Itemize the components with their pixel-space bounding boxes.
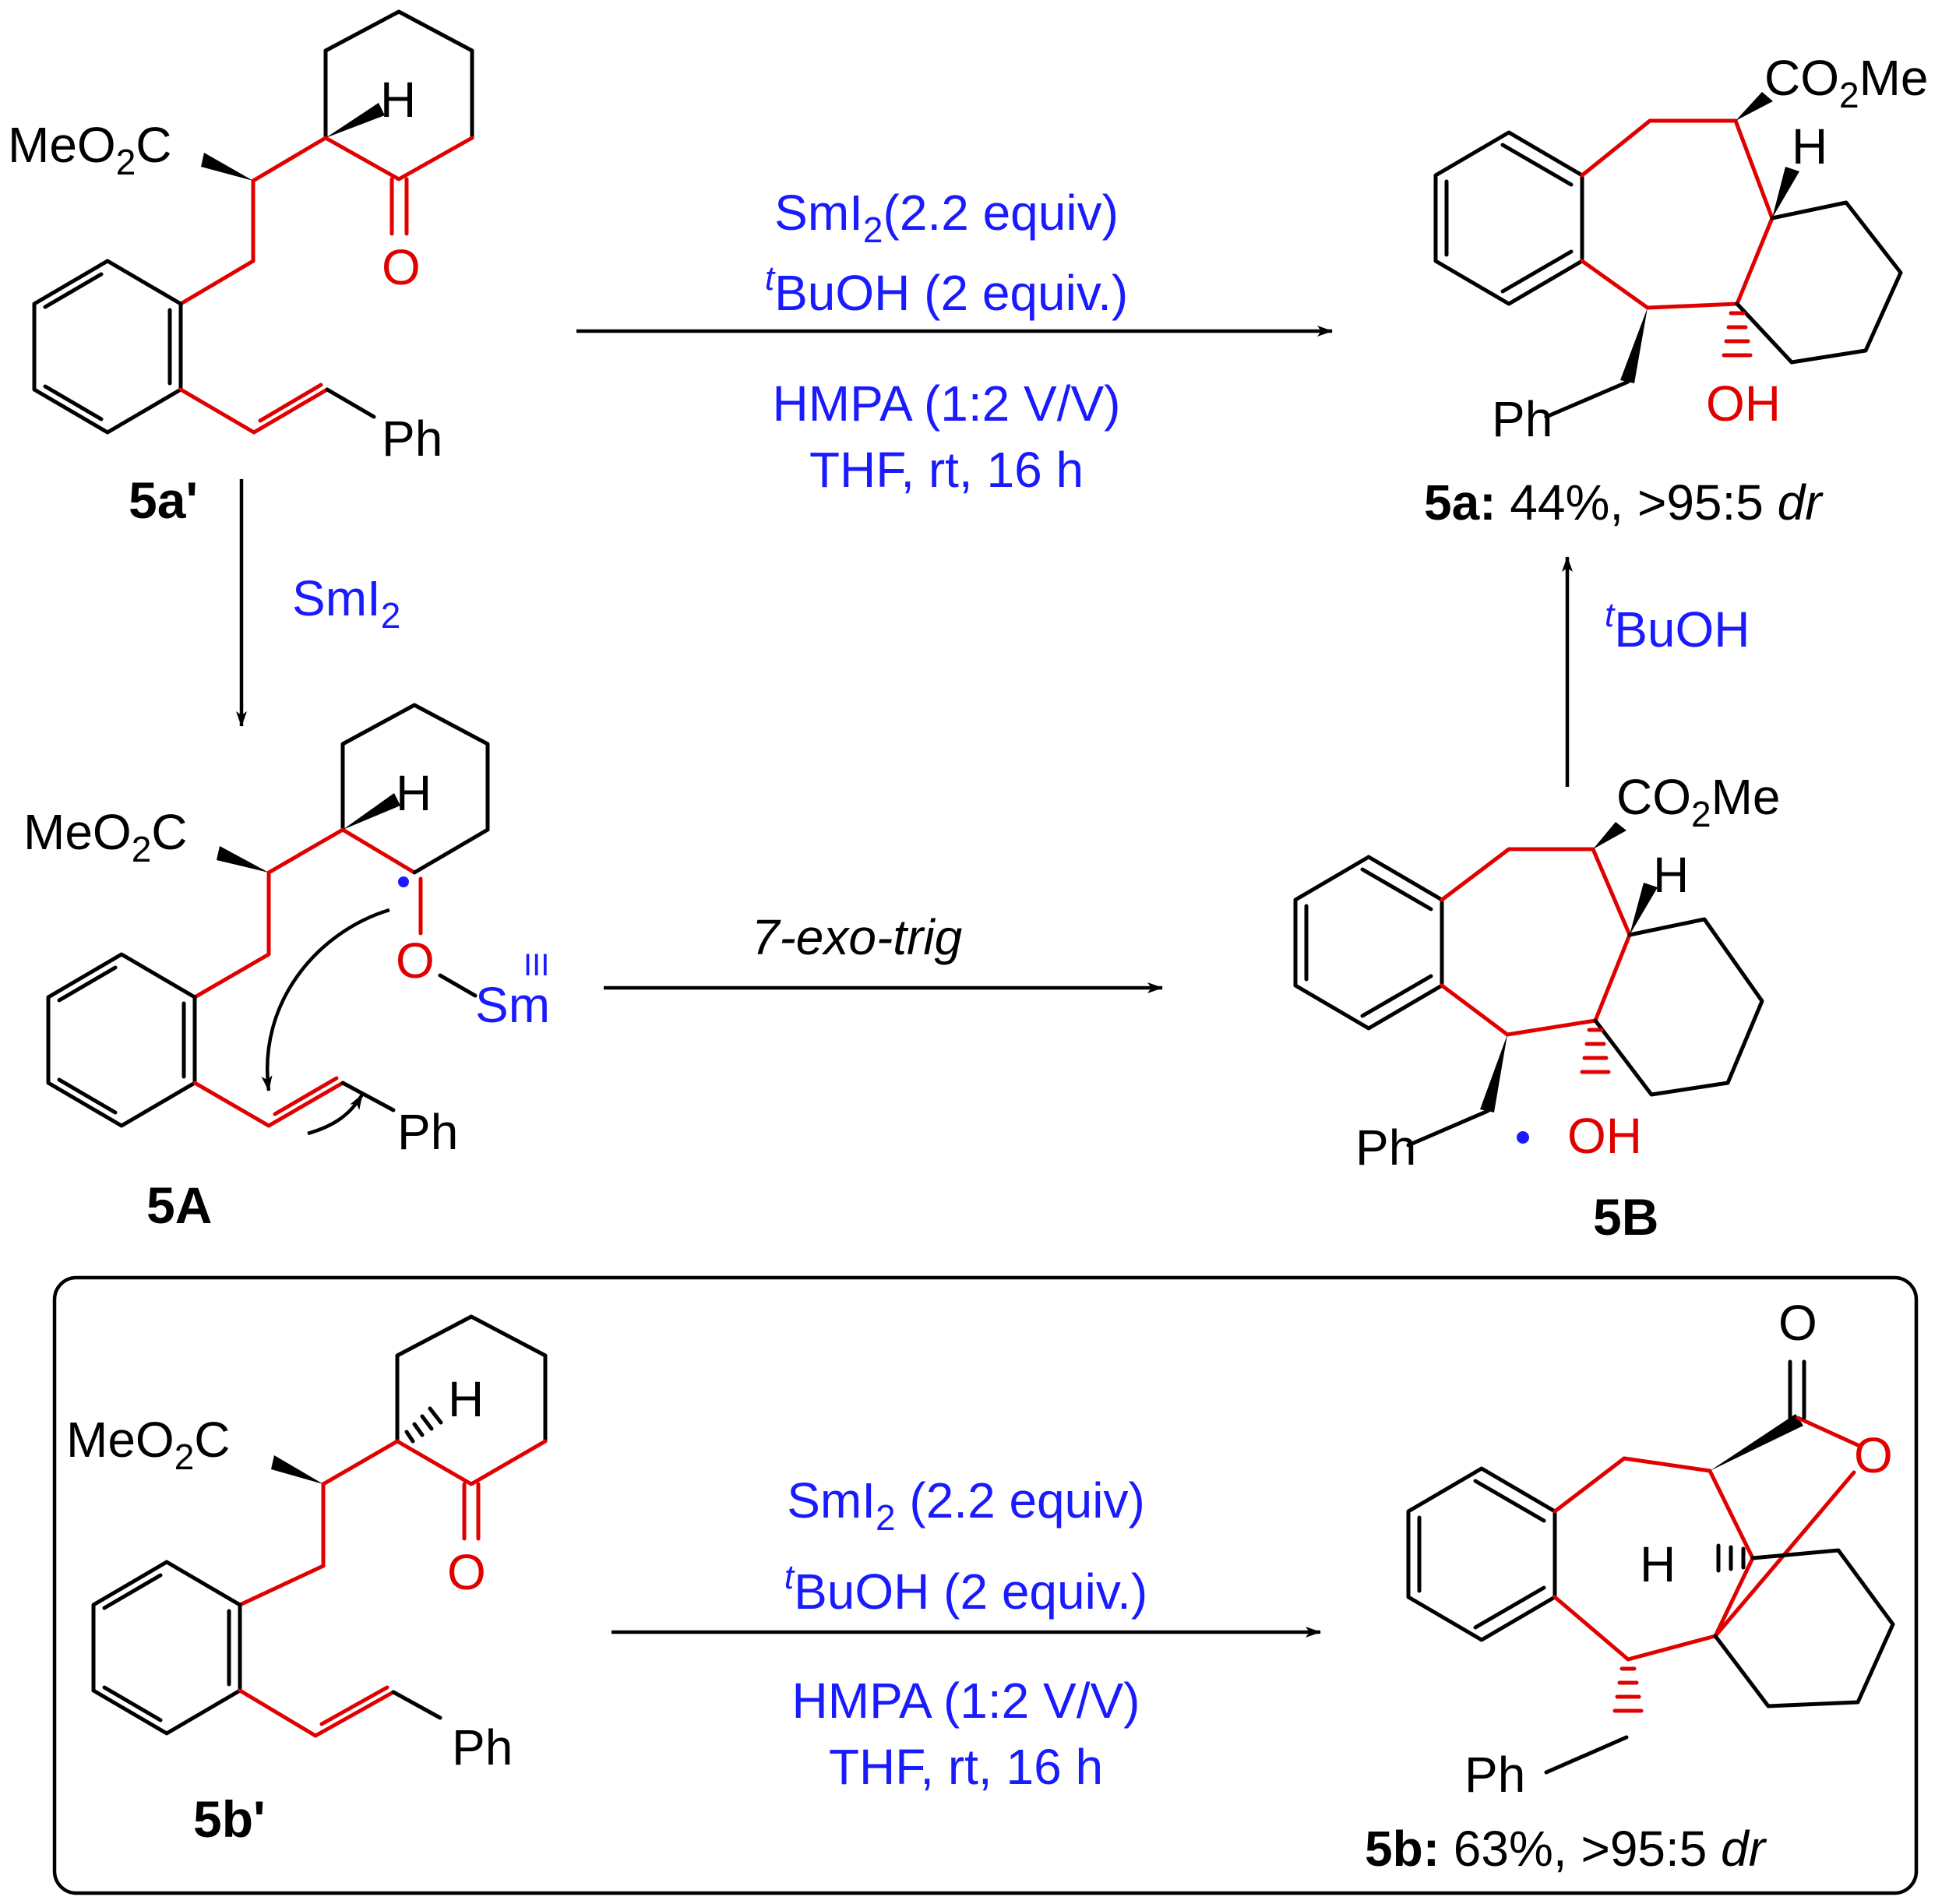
svg-text:MeO2C: MeO2C bbox=[23, 804, 188, 869]
svg-text:tBuOH (2 equiv.): tBuOH (2 equiv.) bbox=[784, 1558, 1147, 1620]
compound-label-5b: 5b: bbox=[1365, 1821, 1440, 1877]
label-ketone-o: O bbox=[447, 1544, 486, 1600]
svg-text:HMPA (1:2 V/V): HMPA (1:2 V/V) bbox=[792, 1673, 1140, 1729]
label-h: H bbox=[1640, 1536, 1676, 1592]
compound-label-5a-prime: 5a' bbox=[129, 471, 198, 529]
molecule-5b-prime: MeO2C H O Ph 5b' bbox=[66, 1314, 548, 1848]
svg-text:SmI2(2.2 equiv): SmI2(2.2 equiv) bbox=[774, 185, 1119, 250]
svg-text:Sm: Sm bbox=[475, 977, 550, 1033]
svg-text:5b: 63%, >95:5 dr: 5b: 63%, >95:5 dr bbox=[1365, 1821, 1767, 1877]
yield-5a: 44%, >95:5 bbox=[1496, 474, 1778, 531]
reagent-hmpa: HMPA (1:2 V/V) bbox=[773, 376, 1121, 432]
molecule-5A: MeO2C H O Sm III Ph 5A bbox=[23, 703, 550, 1234]
reagent-thf: THF, rt, 16 h bbox=[809, 442, 1084, 498]
svg-text:SmI2 (2.2 equiv): SmI2 (2.2 equiv) bbox=[787, 1472, 1145, 1538]
svg-text:tBuOH (2 equiv.): tBuOH (2 equiv.) bbox=[765, 259, 1128, 321]
label-h: H bbox=[1653, 847, 1689, 903]
label-lactone-o: O bbox=[1854, 1427, 1893, 1483]
label-ketone-o: O bbox=[382, 239, 421, 295]
label-meo: MeO bbox=[8, 117, 116, 173]
label-h: H bbox=[396, 765, 432, 821]
label-sm-oxidation-state: III bbox=[523, 948, 549, 982]
svg-text:CO2Me: CO2Me bbox=[1616, 769, 1781, 834]
svg-text:MeO2C: MeO2C bbox=[8, 117, 172, 182]
label-carbonyl-o: O bbox=[1778, 1295, 1817, 1351]
yield-5b: 63%, >95:5 bbox=[1440, 1821, 1721, 1877]
compound-label-5a: 5a: bbox=[1424, 474, 1496, 531]
molecule-5b: O O H Ph 5b: 63%, >95:5 dr bbox=[1365, 1295, 1895, 1877]
label-ph: Ph bbox=[1492, 391, 1552, 447]
condition-7-exo-trig: 7-exo-trig bbox=[752, 909, 963, 965]
molecule-5a-prime: MeO2C H O Ph 5a' bbox=[8, 9, 474, 529]
svg-text:THF, rt, 16 h: THF, rt, 16 h bbox=[829, 1739, 1103, 1795]
label-h: H bbox=[380, 72, 416, 128]
svg-text:CO2Me: CO2Me bbox=[1764, 50, 1929, 115]
label-sm: Sm bbox=[475, 977, 550, 1033]
compound-label-5A: 5A bbox=[146, 1176, 212, 1234]
label-ph: Ph bbox=[1355, 1119, 1416, 1176]
svg-text:SmI2: SmI2 bbox=[292, 570, 400, 636]
label-h: H bbox=[448, 1371, 484, 1427]
label-ph: Ph bbox=[1464, 1747, 1525, 1803]
label-ph: Ph bbox=[397, 1104, 458, 1160]
label-c: C bbox=[136, 117, 171, 173]
label-oh: OH bbox=[1706, 376, 1781, 432]
label-o: O bbox=[396, 933, 435, 989]
molecule-5a: CO2Me H OH Ph 5a: 44%, >95:5 dr bbox=[1424, 50, 1929, 531]
compound-label-5B: 5B bbox=[1593, 1188, 1658, 1246]
svg-text:MeO2C: MeO2C bbox=[66, 1412, 231, 1477]
compound-label-5b-prime: 5b' bbox=[193, 1790, 266, 1848]
label-ph: Ph bbox=[452, 1719, 513, 1775]
label-ph: Ph bbox=[382, 411, 442, 467]
bottom-box bbox=[52, 1275, 1919, 1895]
reagent-smi2: SmI bbox=[774, 185, 863, 241]
label-subscript-2: 2 bbox=[116, 142, 136, 182]
svg-text:5a: 44%, >95:5 dr: 5a: 44%, >95:5 dr bbox=[1424, 474, 1824, 531]
label-oh: OH bbox=[1567, 1108, 1642, 1164]
svg-text:tBuOH: tBuOH bbox=[1605, 596, 1750, 658]
molecule-5B: CO2Me H OH Ph 5B bbox=[1293, 769, 1781, 1246]
label-h: H bbox=[1792, 118, 1827, 175]
reagent-tbuoh: BuOH (2 equiv.) bbox=[774, 265, 1128, 321]
